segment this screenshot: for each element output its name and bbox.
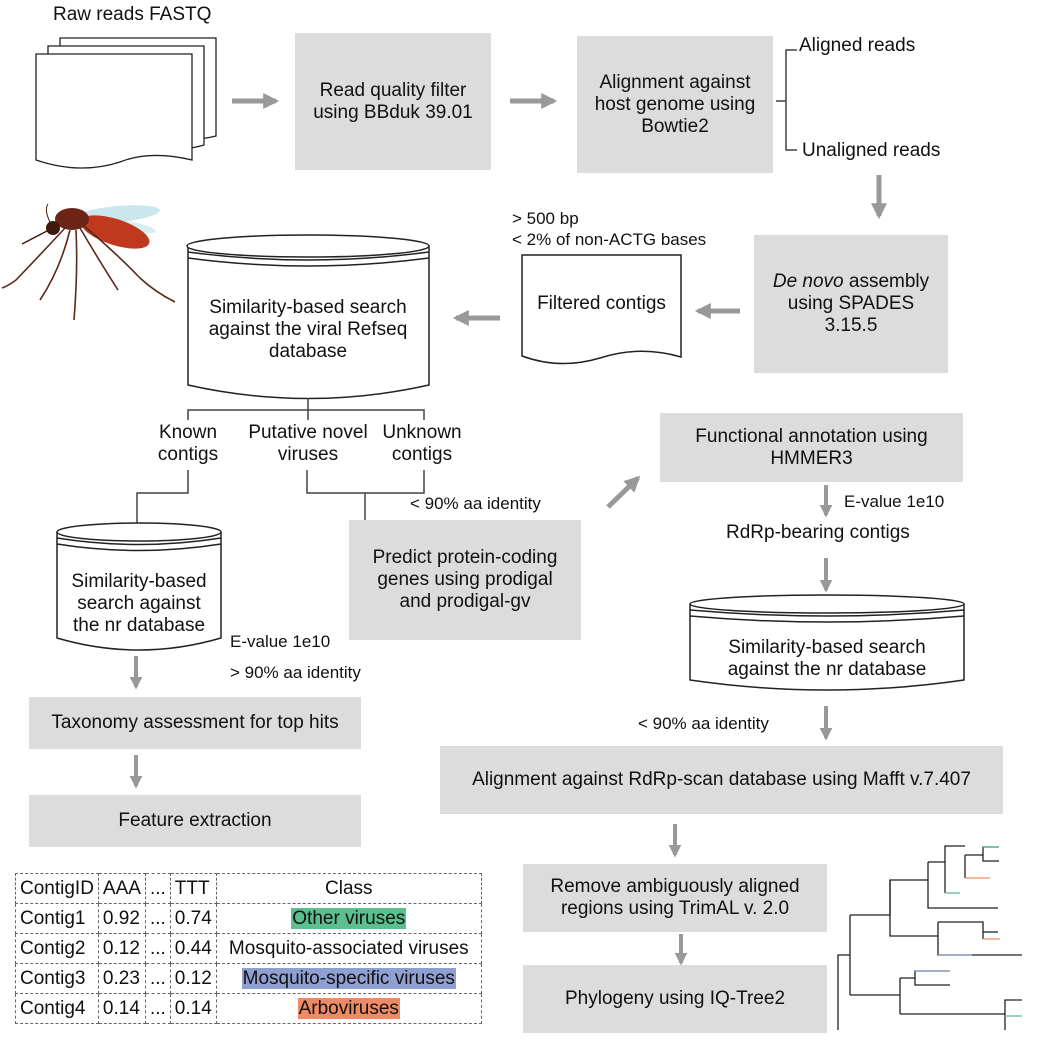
document-stack-icon bbox=[35, 37, 217, 169]
trimal-box: Remove ambiguously aligned regions using… bbox=[523, 864, 827, 932]
functional-annotation-label: Functional annotation using HMMER3 bbox=[695, 425, 928, 469]
trimal-label: Remove ambiguously aligned regions using… bbox=[550, 876, 800, 919]
filter-criteria-length: > 500 bp bbox=[512, 209, 579, 228]
rdrp-contigs-label: RdRp-bearing contigs bbox=[726, 522, 910, 543]
phylogeny-box: Phylogeny using IQ-Tree2 bbox=[523, 965, 827, 1033]
table-cell: ... bbox=[144, 993, 171, 1024]
table-row: Contig4 0.14 ... 0.14 Arboviruses bbox=[15, 993, 482, 1024]
table-cell: 0.74 bbox=[169, 903, 217, 934]
host-alignment-box: Alignment against host genome using Bowt… bbox=[577, 36, 773, 173]
assembly-box: De novo assembly using SPADES 3.15.5 bbox=[754, 235, 948, 373]
table-cell: 0.12 bbox=[97, 933, 146, 964]
table-cell: 0.92 bbox=[97, 903, 146, 934]
table-header: AAA bbox=[97, 873, 146, 904]
predict-genes-box: Predict protein-coding genes using prodi… bbox=[349, 520, 581, 640]
class-badge: Other viruses bbox=[291, 907, 407, 929]
filter-criteria-bases: < 2% of non-ACTG bases bbox=[512, 230, 707, 249]
aa-identity-gt90-label: > 90% aa identity bbox=[230, 663, 361, 682]
table-cell: Mosquito-associated viruses bbox=[215, 933, 482, 964]
aa-identity-lt90-label-b: < 90% aa identity bbox=[638, 714, 769, 733]
quality-filter-label: Read quality filter using BBduk 39.01 bbox=[313, 79, 473, 123]
host-alignment-label: Alignment against host genome using Bowt… bbox=[594, 71, 756, 137]
feature-table: ContigID AAA ... TTT Class Contig1 0.92 … bbox=[15, 873, 482, 1024]
document-shape bbox=[521, 254, 682, 365]
assembly-label-rest: assembly using SPADES 3.15.5 bbox=[787, 271, 930, 336]
table-cell: 0.14 bbox=[169, 993, 217, 1024]
table-cell: Mosquito-specific viruses bbox=[215, 963, 482, 994]
putative-novel-label: Putative novel viruses bbox=[248, 422, 368, 465]
table-cell: 0.14 bbox=[97, 993, 146, 1024]
table-header: ContigID bbox=[15, 873, 99, 904]
table-cell: Contig2 bbox=[15, 933, 99, 964]
mosquito-icon bbox=[1, 203, 176, 321]
table-cell: Contig3 bbox=[15, 963, 99, 994]
table-cell: Other viruses bbox=[215, 903, 482, 934]
aa-identity-lt90-label-a: < 90% aa identity bbox=[410, 494, 541, 513]
table-cell: ... bbox=[144, 963, 171, 994]
evalue-right-label: E-value 1e10 bbox=[844, 492, 945, 511]
taxonomy-label: Taxonomy assessment for top hits bbox=[51, 712, 339, 733]
rdrp-alignment-label: Alignment against RdRp-scan database usi… bbox=[472, 769, 971, 790]
table-header: TTT bbox=[169, 873, 217, 904]
aligned-reads-label: Aligned reads bbox=[799, 35, 916, 56]
taxonomy-box: Taxonomy assessment for top hits bbox=[29, 697, 361, 749]
assembly-label-italic: De novo bbox=[772, 271, 844, 292]
feature-extraction-label: Feature extraction bbox=[118, 810, 272, 831]
raw-reads-label: Raw reads FASTQ bbox=[53, 4, 212, 25]
quality-filter-box: Read quality filter using BBduk 39.01 bbox=[295, 33, 491, 170]
class-badge: Mosquito-specific viruses bbox=[241, 967, 456, 989]
table-row: Contig2 0.12 ... 0.44 Mosquito-associate… bbox=[15, 933, 482, 964]
unknown-contigs-label: Unknown contigs bbox=[382, 422, 462, 465]
table-cell: ... bbox=[144, 903, 171, 934]
table-cell: 0.12 bbox=[169, 963, 217, 994]
table-cell: 0.44 bbox=[169, 933, 217, 964]
table-row: Contig3 0.23 ... 0.12 Mosquito-specific … bbox=[15, 963, 482, 994]
table-cell: Contig4 bbox=[15, 993, 99, 1024]
phylogenetic-tree-icon bbox=[837, 845, 1022, 1030]
functional-annotation-box: Functional annotation using HMMER3 bbox=[660, 413, 963, 482]
table-header: Class bbox=[215, 873, 482, 904]
database-cylinder-icon bbox=[689, 594, 965, 691]
table-cell: 0.23 bbox=[97, 963, 146, 994]
class-badge: Mosquito-associated viruses bbox=[228, 937, 469, 959]
nr-search-right-label: Similarity-based search against the nr d… bbox=[727, 637, 927, 680]
database-cylinder-icon bbox=[56, 522, 222, 651]
phylogeny-label: Phylogeny using IQ-Tree2 bbox=[564, 988, 786, 1009]
unaligned-reads-label: Unaligned reads bbox=[802, 140, 941, 161]
known-contigs-label: Known contigs bbox=[157, 422, 219, 465]
nr-search-left-label: Similarity-based search against the nr d… bbox=[71, 571, 207, 636]
database-cylinder-icon bbox=[186, 234, 430, 400]
feature-extraction-box: Feature extraction bbox=[29, 795, 361, 847]
table-cell: Contig1 bbox=[15, 903, 99, 934]
refseq-search-label: Similarity-based search against the vira… bbox=[208, 297, 408, 362]
table-cell: ... bbox=[144, 933, 171, 964]
evalue-left-label: E-value 1e10 bbox=[230, 632, 331, 651]
table-row: Contig1 0.92 ... 0.74 Other viruses bbox=[15, 903, 482, 934]
table-header-row: ContigID AAA ... TTT Class bbox=[15, 873, 482, 904]
rdrp-alignment-box: Alignment against RdRp-scan database usi… bbox=[440, 746, 1003, 814]
table-cell: Arboviruses bbox=[215, 993, 482, 1024]
table-header: ... bbox=[144, 873, 171, 904]
filtered-contigs-label: Filtered contigs bbox=[537, 293, 666, 314]
predict-genes-label: Predict protein-coding genes using prodi… bbox=[372, 547, 558, 612]
assembly-label: De novo assembly using SPADES 3.15.5 bbox=[761, 271, 941, 337]
class-badge: Arboviruses bbox=[297, 997, 400, 1019]
